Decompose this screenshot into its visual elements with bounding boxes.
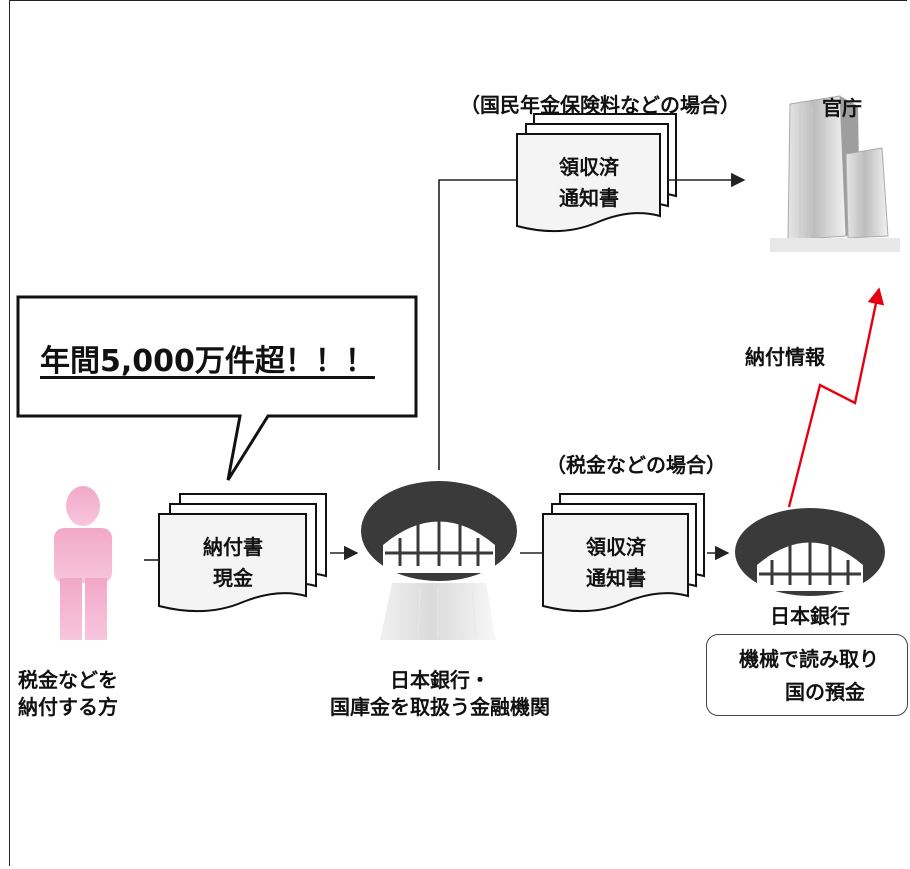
boj-box-line1: 機械で読み取り [739,647,879,671]
speech-bubble [16,295,418,481]
receipt-mid-line2: 通知書 [586,566,646,590]
payment-info-arrow [787,287,885,508]
government-office-label: 官庁 [822,96,862,120]
payer-line1: 税金などを [18,668,118,692]
receipt-mid-line1: 領収済 [586,535,646,559]
payment-info-label: 納付情報 [745,345,825,369]
payment-docs-label: 納付書 現金 [160,532,306,594]
payer-label: 税金などを 納付する方 [18,667,148,721]
payment-docs-line2: 現金 [213,566,253,590]
government-building-icon [770,95,900,252]
boj-emblem-icon [735,508,885,596]
bank-label: 日本銀行・ 国庫金を取扱う金融機関 [300,667,580,721]
receipt-top-line2: 通知書 [559,186,619,210]
person-icon [54,486,112,640]
payment-docs-line1: 納付書 [203,535,263,559]
payer-line2: 納付する方 [18,695,118,719]
bank-label-line2: 国庫金を取扱う金融機関 [330,695,550,719]
bank-emblem-icon [361,481,517,581]
receipt-doc-mid-icon [542,493,705,613]
payment-docs-icon [158,493,327,613]
receipt-top-label: 領収済 通知書 [518,152,660,214]
connectors [144,172,746,561]
boj-process-box [706,634,908,716]
boj-label: 日本銀行 [770,604,850,628]
receipt-mid-label: 領収済 通知書 [544,532,688,594]
pension-case-label: （国民年金保険料などの場合） [460,93,740,117]
speech-bubble-text: 年間5,000万件超！！！ [40,344,375,379]
receipt-top-line1: 領収済 [559,155,619,179]
bank-building-icon [380,583,496,640]
boj-box-line2: 国の預金 [785,680,865,704]
tax-case-label: （税金などの場合） [546,453,726,477]
frame-border [9,0,907,866]
bank-label-line1: 日本銀行・ [390,668,490,692]
receipt-doc-top-icon [516,113,677,233]
